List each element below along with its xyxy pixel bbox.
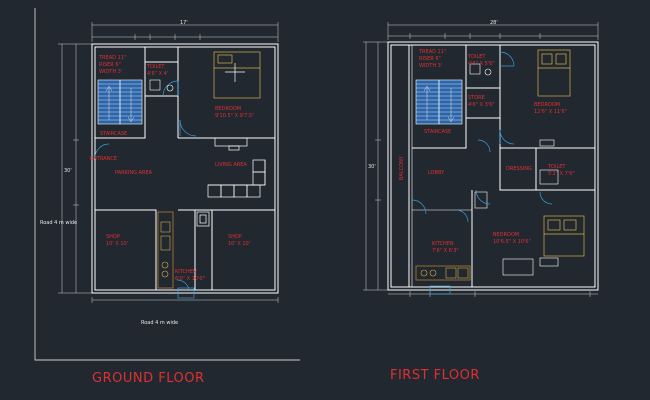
first-store-label: STORE bbox=[468, 95, 485, 101]
ground-stair-tread: TREAD 11" bbox=[98, 55, 126, 61]
first-kitchen-counter bbox=[415, 265, 471, 281]
first-balcony-label: BALCONY bbox=[399, 155, 405, 180]
ground-stair-width: WIDTH 3' bbox=[99, 69, 122, 75]
ground-road-front: Road 4 m wide bbox=[141, 320, 178, 326]
ground-kitchen-counter bbox=[157, 211, 174, 289]
ground-bedroom-label: BEDROOM bbox=[215, 106, 241, 112]
ground-depth-dim: 30' bbox=[64, 168, 72, 174]
ground-staircase bbox=[97, 79, 143, 125]
ground-furniture bbox=[196, 137, 266, 227]
ground-toilet-label: TOILET bbox=[146, 64, 165, 70]
first-staircase-label: STAIRCASE bbox=[424, 129, 451, 135]
first-floor-title: FIRST FLOOR bbox=[390, 368, 480, 383]
ground-doors bbox=[94, 80, 197, 299]
first-bedroom2-size: 10'6.5" X 10'6" bbox=[493, 239, 531, 245]
ground-living-label: LIVING AREA bbox=[215, 162, 247, 168]
ground-stair-riser: RISER 6" bbox=[99, 62, 121, 68]
ground-road-side: Road 4 m wide bbox=[40, 220, 77, 226]
ground-walls bbox=[91, 43, 279, 294]
ground-staircase-label: STAIRCASE bbox=[100, 131, 127, 137]
ground-dimensions bbox=[58, 22, 279, 303]
ground-floor-title: GROUND FLOOR bbox=[92, 371, 204, 386]
ground-bedroom-size: 9'10.5" X 9'7.5" bbox=[215, 113, 254, 119]
ground-bed bbox=[213, 51, 261, 99]
ground-shop1-size: 10' X 10' bbox=[106, 241, 128, 247]
first-doors bbox=[411, 51, 553, 295]
ground-width-dim: 17' bbox=[180, 20, 188, 26]
first-floor-plan: 28' 30' BALCONY TREAD 11" RISER 6" WIDTH… bbox=[363, 20, 599, 383]
first-dressing-label: DRESSING bbox=[506, 166, 532, 172]
first-depth-dim: 30' bbox=[368, 164, 376, 170]
first-labels: 28' 30' BALCONY TREAD 11" RISER 6" WIDTH… bbox=[368, 20, 575, 254]
first-bedroom1-label: BEDROOM bbox=[534, 102, 560, 108]
first-beds bbox=[537, 49, 585, 257]
first-lobby-label: LOBBY bbox=[428, 170, 445, 176]
first-bedroom1-size: 12'6" X 11'6" bbox=[534, 109, 567, 115]
ground-parking-label: PARKING AREA bbox=[115, 170, 153, 176]
first-toilet-size: 4'6" X 5'6" bbox=[468, 61, 495, 67]
first-kitchen-size: 7'6" X 6'3" bbox=[432, 248, 459, 254]
first-stair-tread: TREAD 11" bbox=[418, 49, 446, 55]
first-bedroom2-label: BEDROOM bbox=[493, 232, 519, 238]
ground-toilet-size: 4'6" X 4' bbox=[147, 71, 168, 77]
ground-floor-plan: 17' 30' TREAD 11" RISER 6" WIDTH 3' STAI… bbox=[34, 8, 300, 386]
ground-kitchen-size: 6'0" X 10'0" bbox=[175, 276, 205, 282]
first-toilet2-size: 5'2" X 7'6" bbox=[548, 171, 575, 177]
ground-shop2-size: 10' X 10' bbox=[228, 241, 250, 247]
first-staircase bbox=[415, 79, 463, 125]
ground-entrance-label: ENTRANCE bbox=[90, 156, 117, 162]
ground-toilet-fixtures bbox=[149, 79, 174, 92]
site-boundary bbox=[34, 8, 300, 361]
first-store-size: 4'6" X 3'6" bbox=[468, 102, 495, 108]
ground-shop2-label: SHOP bbox=[228, 234, 242, 240]
first-dimensions bbox=[363, 22, 599, 297]
first-stair-width: WIDTH 3' bbox=[419, 63, 442, 69]
ground-shop1-label: SHOP bbox=[106, 234, 120, 240]
ground-kitchen-label: KITCHEN bbox=[175, 269, 197, 275]
first-toilet-label: TOILET bbox=[467, 54, 486, 60]
first-width-dim: 28' bbox=[490, 20, 498, 26]
first-kitchen-label: KITCHEN bbox=[432, 241, 454, 247]
first-walls bbox=[387, 41, 599, 291]
first-toilet2-label: TOILET bbox=[547, 164, 566, 170]
first-stair-riser: RISER 6" bbox=[419, 56, 441, 62]
ground-labels: 17' 30' TREAD 11" RISER 6" WIDTH 3' STAI… bbox=[40, 20, 254, 326]
first-furniture bbox=[469, 63, 559, 276]
